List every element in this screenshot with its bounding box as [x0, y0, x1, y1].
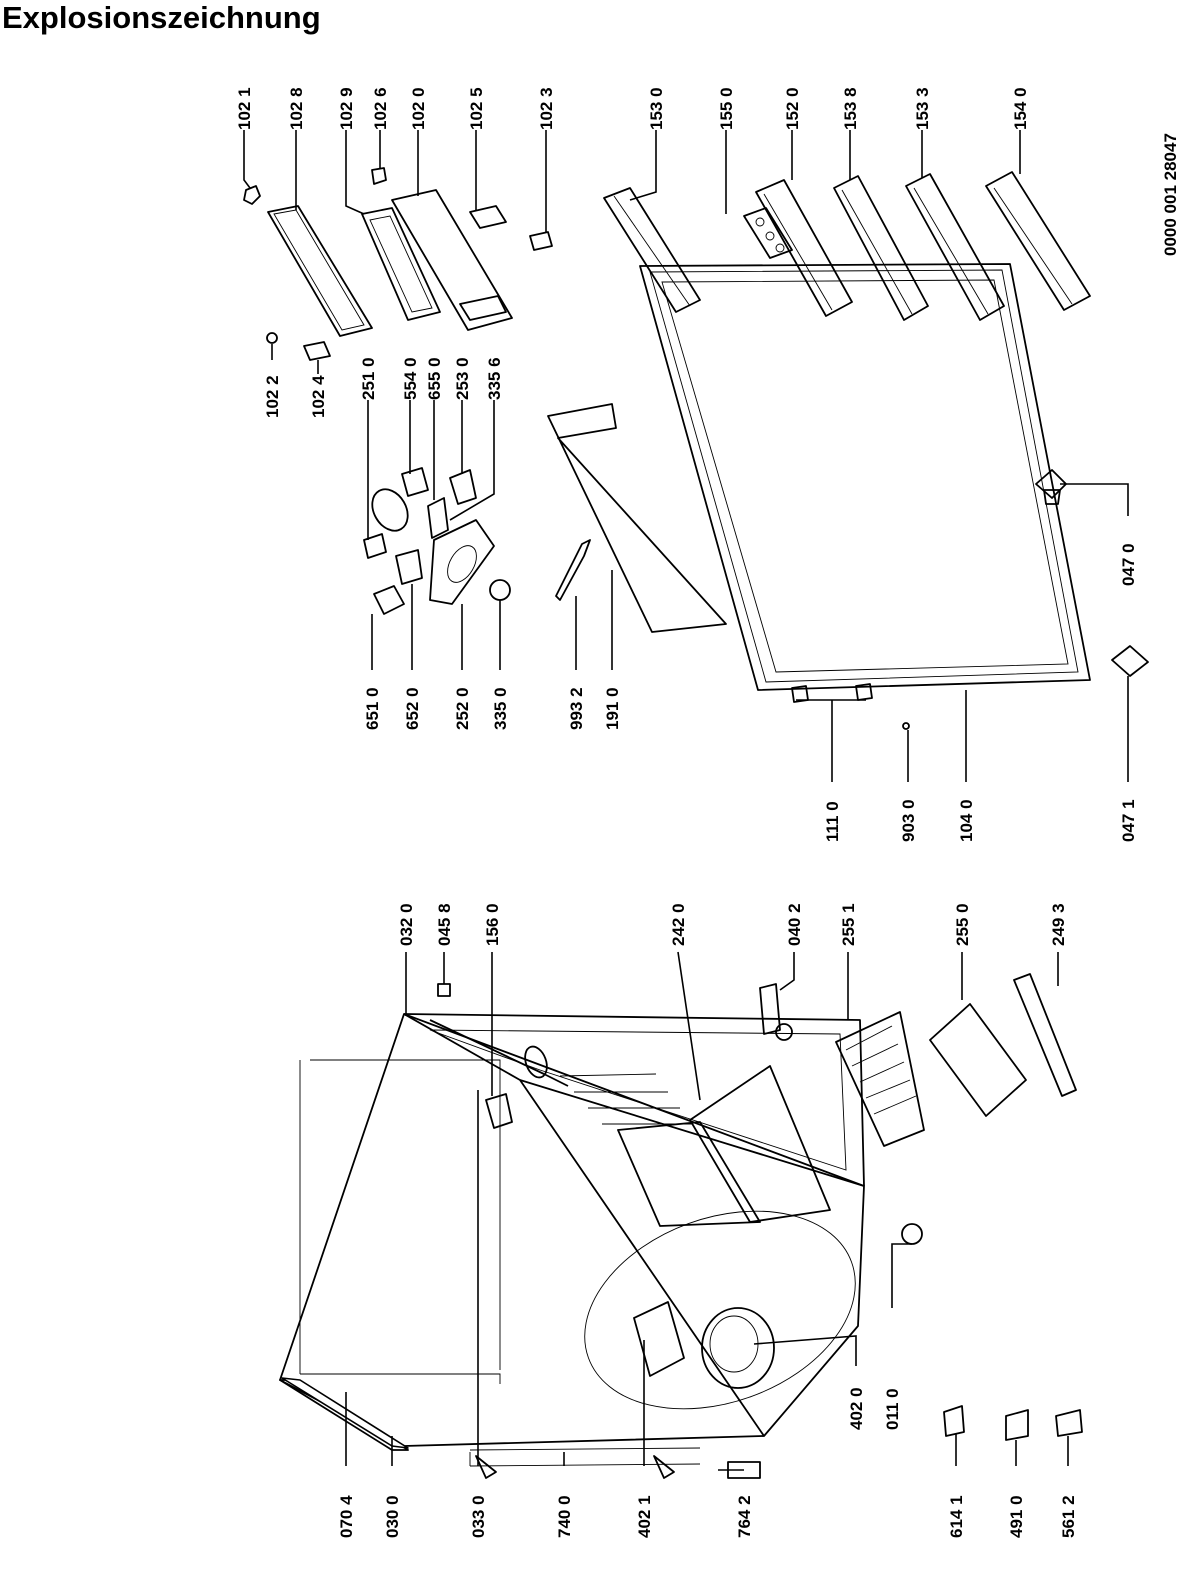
- part-label-102-9: 102 9: [337, 87, 356, 130]
- part-label-764-2: 764 2: [735, 1495, 754, 1538]
- part-label-102-3: 102 3: [537, 87, 556, 130]
- part-label-011-0: 011 0: [883, 1388, 902, 1430]
- part-label-152-0: 152 0: [783, 87, 802, 130]
- part-label-242-0: 242 0: [669, 903, 688, 946]
- part-label-102-5: 102 5: [467, 87, 486, 130]
- part-label-155-0: 155 0: [717, 87, 736, 130]
- part-label-491-0: 491 0: [1007, 1495, 1026, 1538]
- door-group: [547, 263, 1149, 730]
- part-label-335-6: 335 6: [485, 357, 504, 400]
- part-label-153-8: 153 8: [841, 87, 860, 130]
- leader-lines: [243, 130, 1129, 1471]
- part-label-153-0: 153 0: [647, 87, 666, 130]
- part-label-253-0: 253 0: [453, 357, 472, 400]
- part-label-045-8: 045 8: [435, 903, 454, 946]
- part-label-102-1: 102 1: [235, 87, 254, 130]
- part-label-402-0: 402 0: [847, 1387, 866, 1430]
- part-label-153-3: 153 3: [913, 87, 932, 130]
- part-label-740-0: 740 0: [555, 1495, 574, 1538]
- part-label-047-1: 047 1: [1119, 799, 1138, 842]
- part-label-033-0: 033 0: [469, 1495, 488, 1538]
- part-label-335-0: 335 0: [491, 687, 510, 730]
- part-label-561-2: 561 2: [1059, 1495, 1078, 1538]
- document-number: 0000 001 28047: [1161, 133, 1180, 256]
- part-label-993-2: 993 2: [567, 687, 586, 730]
- part-label-251-0: 251 0: [359, 357, 378, 400]
- part-label-102-2: 102 2: [263, 375, 282, 418]
- part-label-554-0: 554 0: [401, 357, 420, 400]
- part-label-903-0: 903 0: [899, 799, 918, 842]
- part-label-047-0: 047 0: [1119, 543, 1138, 586]
- part-label-655-0: 655 0: [425, 357, 444, 400]
- part-label-040-2: 040 2: [785, 903, 804, 946]
- part-label-070-4: 070 4: [337, 1495, 356, 1538]
- thermostat-group: [363, 467, 591, 615]
- part-label-614-1: 614 1: [947, 1495, 966, 1538]
- part-label-652-0: 652 0: [403, 687, 422, 730]
- part-label-111-0: 111 0: [823, 801, 842, 842]
- part-label-102-0: 102 0: [409, 87, 428, 130]
- cabinet-group: [279, 973, 1083, 1479]
- part-label-102-8: 102 8: [287, 87, 306, 130]
- part-label-191-0: 191 0: [603, 687, 622, 730]
- part-label-255-1: 255 1: [839, 903, 858, 946]
- part-label-255-0: 255 0: [953, 903, 972, 946]
- part-label-249-3: 249 3: [1049, 903, 1068, 946]
- part-label-651-0: 651 0: [363, 687, 382, 730]
- part-label-252-0: 252 0: [453, 687, 472, 730]
- part-labels: 102 1 102 8 102 9 102 6 102 0 102 5 102 …: [235, 87, 1180, 1538]
- part-label-102-4: 102 4: [309, 375, 328, 418]
- part-label-402-1: 402 1: [635, 1495, 654, 1538]
- part-label-030-0: 030 0: [383, 1495, 402, 1538]
- page-title: Explosionszeichnung: [2, 0, 321, 35]
- part-label-104-0: 104 0: [957, 799, 976, 842]
- part-label-032-0: 032 0: [397, 903, 416, 946]
- part-label-154-0: 154 0: [1011, 87, 1030, 130]
- part-label-156-0: 156 0: [483, 903, 502, 946]
- part-label-102-6: 102 6: [371, 87, 390, 130]
